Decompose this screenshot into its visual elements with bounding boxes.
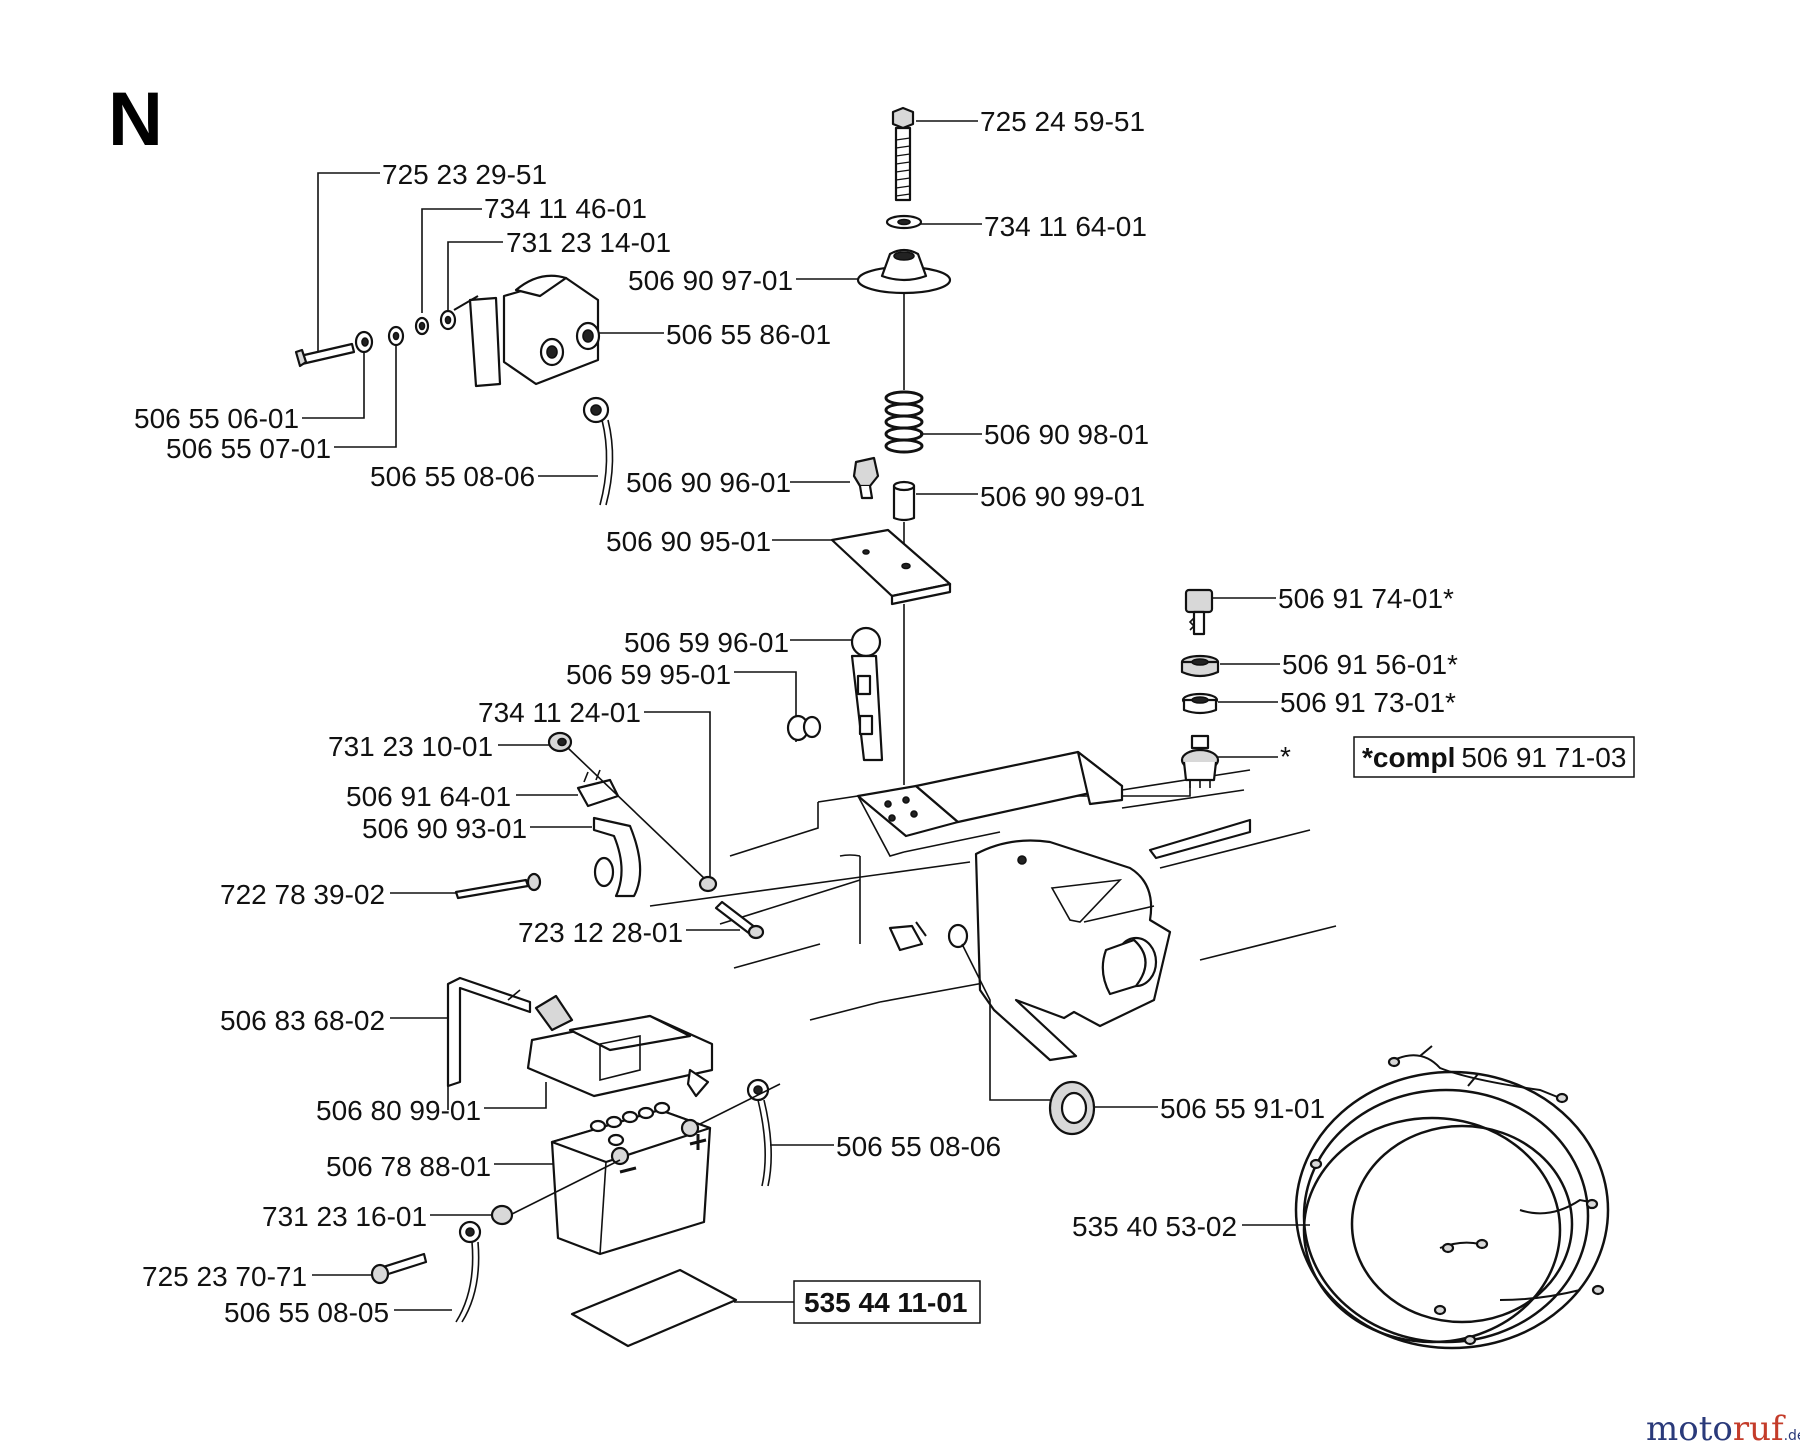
part-label: 506 55 08-06 <box>370 461 535 492</box>
kit-box <box>793 1280 981 1324</box>
part-label: 506 91 64-01 <box>346 781 511 812</box>
part-label: 506 55 06-01 <box>134 403 299 434</box>
part-label: 506 90 93-01 <box>362 813 527 844</box>
part-label: 731 23 10-01 <box>328 731 493 762</box>
wiring-harness <box>1048 1045 1610 1350</box>
part-label: 506 90 99-01 <box>980 481 1145 512</box>
compl-number: 506 91 71-03 <box>1461 742 1626 773</box>
ignition-switch-assembly <box>1180 588 1220 788</box>
part-label: 506 91 56-01* <box>1282 649 1458 680</box>
part-label: 506 55 07-01 <box>166 433 331 464</box>
part-label: 723 12 28-01 <box>518 917 683 948</box>
part-label: 725 23 70-71 <box>142 1261 307 1292</box>
part-label: 506 55 86-01 <box>666 319 831 350</box>
part-label: 734 11 64-01 <box>984 211 1147 242</box>
watermark-part1: moto <box>1646 1409 1733 1446</box>
part-label: 506 91 73-01* <box>1280 687 1456 718</box>
steering-column-assembly <box>830 106 952 785</box>
watermark-logo: motoruf.de <box>1646 1409 1800 1446</box>
lever-assembly <box>786 626 884 762</box>
part-label: 506 90 97-01 <box>628 265 793 296</box>
part-label: 506 78 88-01 <box>326 1151 491 1182</box>
part-label: 506 80 99-01 <box>316 1095 481 1126</box>
part-label: 731 23 16-01 <box>262 1201 427 1232</box>
chassis <box>719 750 1337 1101</box>
part-label: 506 55 08-05 <box>224 1297 389 1328</box>
part-label: 506 90 95-01 <box>606 526 771 557</box>
part-label: 506 91 74-01* <box>1278 583 1454 614</box>
part-label: * <box>1280 741 1291 772</box>
watermark-part3: .de <box>1784 1428 1800 1444</box>
part-label: 725 23 29-51 <box>382 159 547 190</box>
part-label: 734 11 24-01 <box>478 697 641 728</box>
kit-box-number: 535 44 11-01 <box>804 1287 968 1318</box>
part-label: 535 40 53-02 <box>1072 1211 1237 1242</box>
part-label: 506 59 95-01 <box>566 659 731 690</box>
solenoid-assembly <box>294 274 614 506</box>
part-labels: 725 24 59-51 734 11 64-01 506 90 97-01 7… <box>134 106 1458 1328</box>
compl-prefix: *compl <box>1362 742 1455 773</box>
part-label: 506 55 91-01 <box>1160 1093 1325 1124</box>
switch-and-clamp-assembly <box>454 731 971 940</box>
part-label: 506 55 08-06 <box>836 1131 1001 1162</box>
part-label: 506 90 98-01 <box>984 419 1149 450</box>
compl-box <box>1353 736 1635 778</box>
part-label: 722 78 39-02 <box>220 879 385 910</box>
part-label: 506 83 68-02 <box>220 1005 385 1036</box>
section-letter: N <box>108 77 163 162</box>
leader-lines <box>302 120 1310 1311</box>
part-label: 506 90 96-01 <box>626 467 791 498</box>
watermark-part2: ruf <box>1733 1409 1786 1446</box>
battery-assembly <box>370 976 781 1348</box>
part-label: 731 23 14-01 <box>506 227 671 258</box>
part-label: 506 59 96-01 <box>624 627 789 658</box>
part-label: 734 11 46-01 <box>484 193 647 224</box>
part-label: 725 24 59-51 <box>980 106 1145 137</box>
